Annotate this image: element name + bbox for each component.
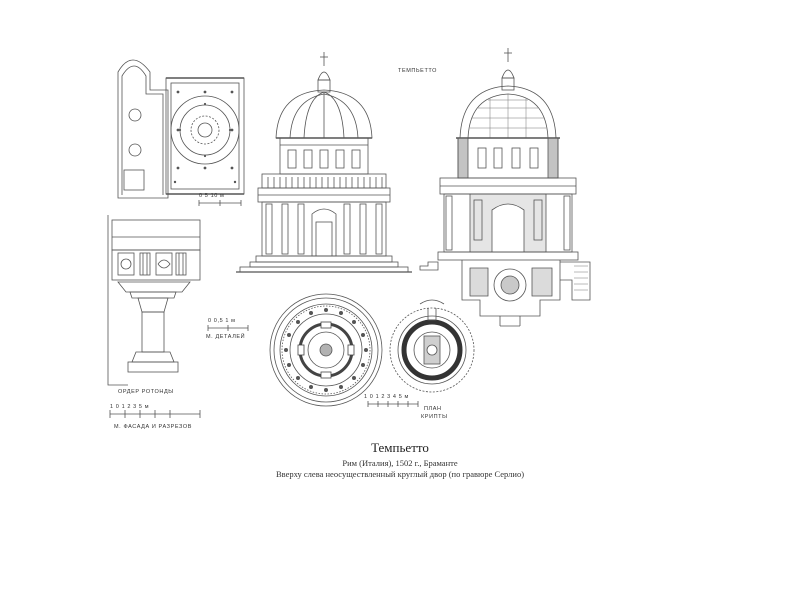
tempietto-section-drawing bbox=[419, 48, 591, 327]
label-scale-main: 1 0 1 2 3 5 м bbox=[110, 404, 150, 410]
tempietto-plan-drawing bbox=[269, 293, 383, 407]
label-crypt: КРИПТЫ bbox=[421, 414, 448, 420]
courtyard-plan-drawing bbox=[117, 59, 245, 206]
caption-description: Вверху слева неосуществленный круглый дв… bbox=[275, 469, 525, 479]
label-facade-sections: М. ФАСАДА И РАЗРЕЗОВ bbox=[114, 424, 193, 430]
rotunda-order-drawing bbox=[107, 215, 249, 418]
label-tempietto: ТЕМПЬЕТТО bbox=[398, 68, 437, 74]
label-details: М. ДЕТАЛЕЙ bbox=[206, 334, 246, 340]
label-order-rotunda: ОРДЕР РОТОНДЫ bbox=[118, 389, 174, 395]
crypt-plan-drawing bbox=[367, 299, 475, 407]
label-plan: ПЛАН bbox=[424, 406, 442, 412]
label-scale-details: 0 0,5 1 м bbox=[208, 318, 236, 324]
label-scale-fragment: 0 5 10 м bbox=[199, 193, 225, 199]
label-scale-plans: 1 0 1 2 3 4 5 м bbox=[364, 394, 409, 400]
caption-title: Темпьетто bbox=[371, 440, 429, 455]
tempietto-facade-drawing bbox=[236, 52, 412, 273]
caption-subtitle: Рим (Италия), 1502 г., Браманте bbox=[342, 458, 458, 468]
